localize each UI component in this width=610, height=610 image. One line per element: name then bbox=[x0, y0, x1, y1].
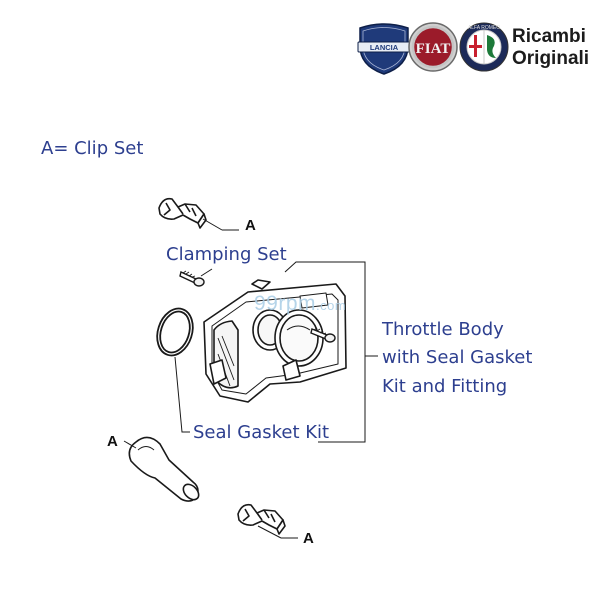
bolt-right-part bbox=[310, 327, 336, 343]
label-clamping-set: Clamping Set bbox=[166, 244, 287, 265]
watermark-main: 99rpm bbox=[254, 292, 317, 315]
watermark-suffix: .com bbox=[316, 298, 347, 313]
label-seal-gasket-kit: Seal Gasket Kit bbox=[193, 422, 330, 443]
bolt-left-part bbox=[179, 270, 205, 287]
fiat-logo: FIAT bbox=[408, 22, 458, 72]
callout-a-bottom: A bbox=[303, 530, 314, 547]
brand-tagline-line1: Ricambi bbox=[512, 26, 586, 47]
leader-line-clip-top bbox=[202, 218, 223, 231]
svg-text:ALFA ROMEO: ALFA ROMEO bbox=[468, 25, 500, 31]
lancia-logo: LANCIA bbox=[357, 23, 411, 75]
clip-bottom-part bbox=[237, 503, 286, 535]
leader-line-hose bbox=[123, 440, 137, 449]
label-throttle-body-line1: Throttle Body bbox=[382, 319, 504, 340]
watermark: 99rpm.com bbox=[254, 292, 346, 316]
alfa-romeo-logo: ALFA ROMEO bbox=[459, 22, 509, 72]
leader-line-seal-gasket bbox=[174, 356, 190, 433]
leader-line-clip-bottom bbox=[257, 525, 282, 539]
svg-text:FIAT: FIAT bbox=[416, 41, 451, 57]
brand-tagline-line2: Originali bbox=[512, 48, 590, 69]
callout-a-top: A bbox=[245, 217, 256, 234]
bracket-throttle-body bbox=[284, 261, 366, 443]
brand-tagline: Ricambi Originali bbox=[512, 26, 589, 70]
label-throttle-body-line2: with Seal Gasket bbox=[382, 347, 533, 368]
callout-a-left: A bbox=[107, 433, 118, 450]
legend-clip-set: A= Clip Set bbox=[41, 138, 144, 159]
hose-fitting-part bbox=[128, 436, 200, 502]
svg-text:LANCIA: LANCIA bbox=[370, 43, 399, 52]
seal-gasket-ring-part bbox=[156, 307, 194, 357]
throttle-body-part bbox=[203, 279, 347, 403]
leader-line-clamping bbox=[200, 268, 213, 277]
clip-top-part bbox=[158, 197, 207, 229]
label-throttle-body-line3: Kit and Fitting bbox=[382, 376, 508, 397]
